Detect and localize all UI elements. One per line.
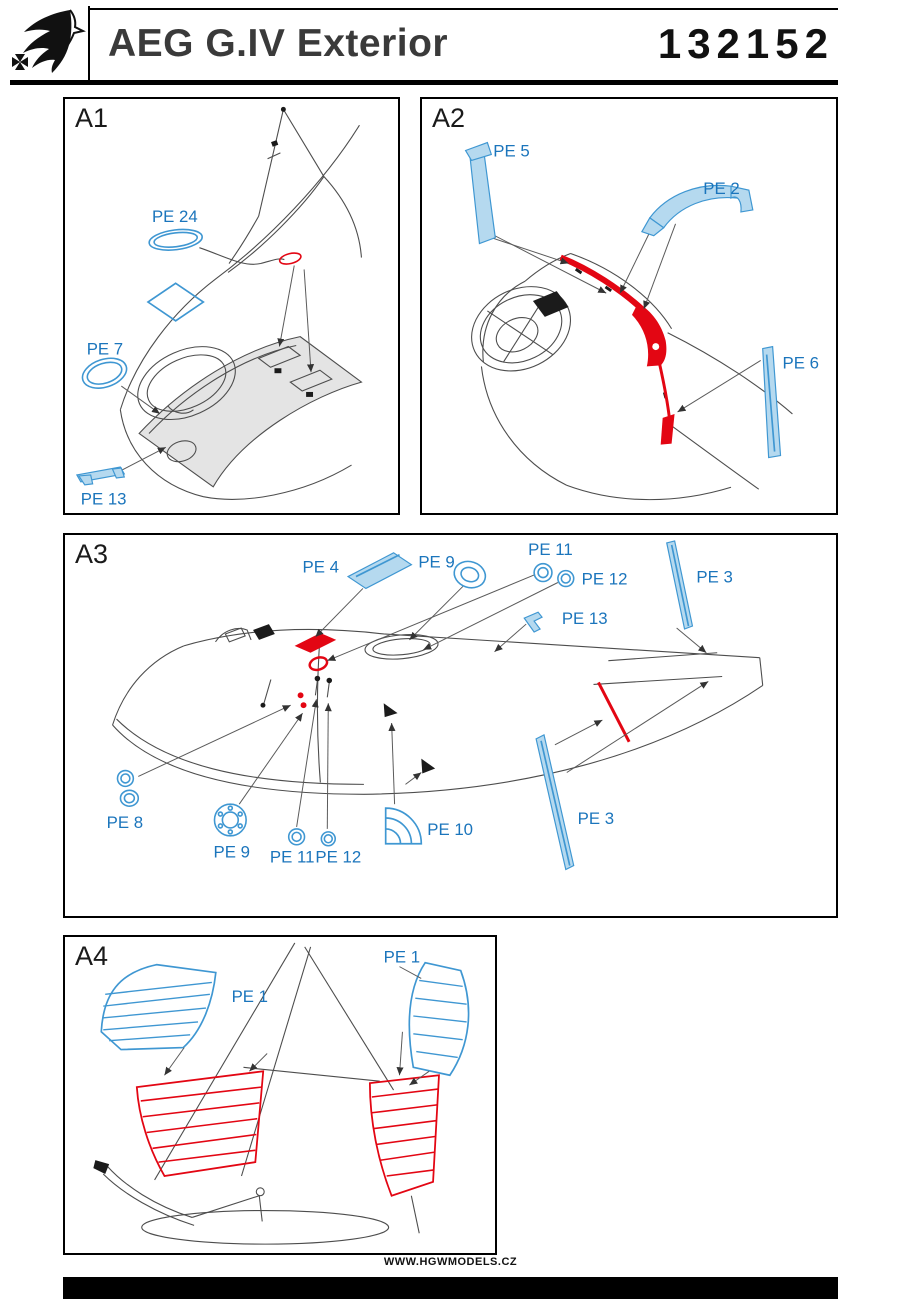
header: AEG G.IV Exterior 132152 bbox=[10, 6, 838, 85]
a4-leader-lines bbox=[164, 966, 430, 1086]
a1-diagram: PE 24 PE 7 PE 13 bbox=[75, 106, 363, 509]
a3-leader-lines bbox=[138, 574, 709, 829]
red-louver-left bbox=[135, 1070, 265, 1177]
a1-leader-lines bbox=[116, 265, 315, 474]
a2-airframe-line-art bbox=[471, 252, 793, 501]
a3-fuselage-line-art bbox=[112, 624, 764, 795]
pe13-part bbox=[75, 466, 126, 486]
pe2-part bbox=[640, 184, 754, 237]
pe2-label: PE 2 bbox=[703, 179, 739, 198]
pe3-bottom-label: PE 3 bbox=[578, 809, 614, 828]
red-louver-right bbox=[368, 1074, 440, 1197]
pe13-label: PE 13 bbox=[81, 490, 127, 509]
pe4-part bbox=[346, 552, 413, 590]
pe5-part bbox=[464, 141, 496, 245]
pe7-part bbox=[81, 357, 128, 389]
sheet-number: 132152 bbox=[657, 20, 834, 67]
pe8-part bbox=[116, 769, 140, 807]
pe8-label: PE 8 bbox=[107, 813, 143, 832]
pe10-part bbox=[384, 807, 423, 845]
pe3-top-part bbox=[666, 540, 694, 630]
pe5-label: PE 5 bbox=[493, 141, 529, 160]
sheet-title: AEG G.IV Exterior bbox=[108, 22, 449, 65]
pe1-right-part bbox=[408, 961, 470, 1077]
panel-a3-label: A3 bbox=[75, 539, 109, 569]
pe6-label: PE 6 bbox=[783, 353, 819, 372]
pe11-top-part bbox=[533, 562, 553, 583]
pe9-bottom-label: PE 9 bbox=[213, 843, 249, 862]
pe24-part bbox=[148, 228, 203, 251]
pe12-top-part bbox=[557, 569, 575, 588]
brand-logo-cell bbox=[10, 6, 90, 80]
a2-leader-lines bbox=[479, 215, 761, 413]
pe1-right-label: PE 1 bbox=[384, 948, 420, 967]
panel-a4-label: A4 bbox=[75, 941, 109, 971]
panel-a4: A4 bbox=[63, 935, 497, 1255]
pe11-bottom-part bbox=[287, 828, 306, 846]
pe6-part bbox=[762, 345, 782, 459]
a3-red-markers bbox=[294, 632, 631, 743]
iron-cross-icon bbox=[12, 54, 28, 70]
panel-a2-label: A2 bbox=[432, 103, 466, 133]
red-frame-parts bbox=[559, 254, 675, 445]
panel-a2: A2 bbox=[420, 97, 838, 515]
website-url: WWW.HGWMODELS.CZ bbox=[383, 1256, 518, 1268]
pe12-top-label: PE 12 bbox=[582, 569, 628, 588]
a4-tail-structure-line-art bbox=[93, 942, 420, 1245]
pe1-left-label: PE 1 bbox=[232, 987, 268, 1006]
pe11-top-label: PE 11 bbox=[528, 540, 573, 559]
pe13-top-label: PE 13 bbox=[562, 609, 608, 628]
pe10-label: PE 10 bbox=[427, 820, 473, 839]
pe12-bottom-part bbox=[320, 831, 337, 847]
a1-airframe-line-art bbox=[119, 106, 363, 500]
pe1-left-part bbox=[100, 963, 217, 1051]
a2-diagram: PE 5 PE 2 PE 6 bbox=[464, 141, 819, 501]
pe-diamond-part bbox=[146, 282, 205, 322]
pe3-bottom-part bbox=[535, 734, 575, 871]
panel-a1: A1 bbox=[63, 97, 400, 515]
a4-diagram: PE 1 PE 1 bbox=[93, 942, 470, 1245]
red-grommet-marker bbox=[278, 252, 302, 265]
pe9-top-label: PE 9 bbox=[418, 553, 454, 572]
pe24-label: PE 24 bbox=[152, 207, 198, 226]
pe9-top-part bbox=[453, 560, 487, 589]
panel-a1-label: A1 bbox=[75, 103, 109, 133]
eagle-iron-cross-logo bbox=[12, 9, 86, 73]
a3-diagram: PE 4 PE 9 PE 11 PE 12 PE 13 PE 3 PE 8 PE… bbox=[107, 540, 764, 871]
bottom-bar bbox=[63, 1277, 838, 1299]
pe7-label: PE 7 bbox=[87, 339, 123, 358]
pe3-top-label: PE 3 bbox=[696, 568, 732, 587]
pe13-top-part bbox=[523, 611, 543, 633]
pe12-bottom-label: PE 12 bbox=[315, 848, 361, 867]
pe11-bottom-label: PE 11 bbox=[270, 848, 315, 867]
pe4-label: PE 4 bbox=[303, 558, 339, 577]
pe9-bottom-part bbox=[213, 803, 247, 837]
panel-a3: A3 bbox=[63, 533, 838, 918]
